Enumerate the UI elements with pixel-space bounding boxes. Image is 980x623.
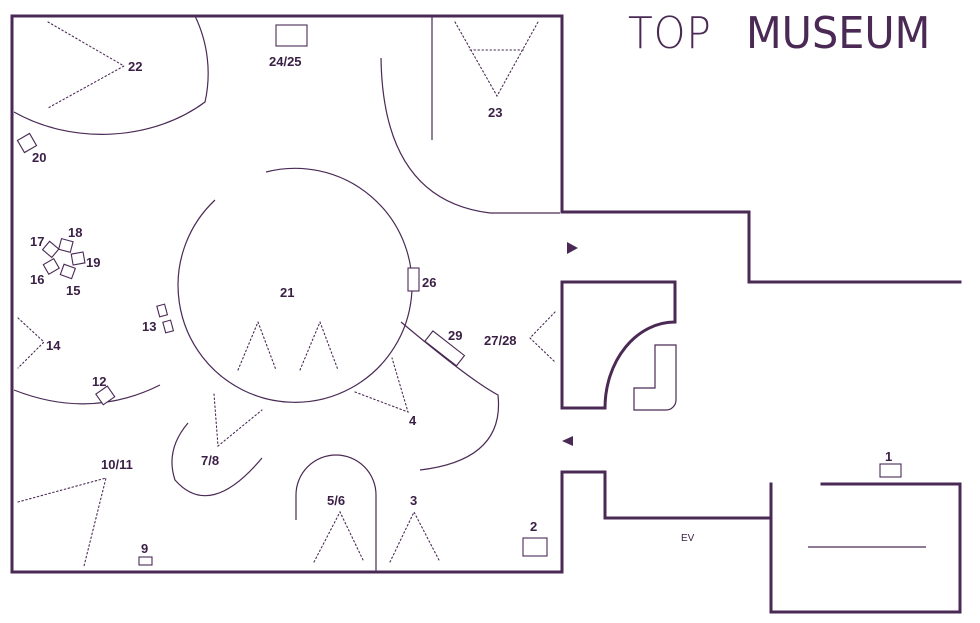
exhibit-box-20[interactable]: [16, 132, 38, 154]
cone-4: [354, 357, 409, 413]
cone-14: [17, 317, 45, 369]
central-rotunda: [177, 167, 413, 403]
arc-left-14: [13, 384, 161, 405]
label-29: 29: [448, 328, 462, 343]
label-7-8: 7/8: [201, 453, 219, 468]
cone-2728: [529, 311, 556, 363]
label-2: 2: [530, 519, 537, 534]
exhibit-box-2425[interactable]: [275, 24, 308, 47]
label-10-11: 10/11: [101, 457, 133, 472]
cone-21b: [299, 320, 339, 371]
label-17: 17: [30, 234, 44, 249]
arc-right-4: [400, 321, 500, 471]
label-13: 13: [142, 319, 156, 334]
exhibit-box-13b[interactable]: [162, 319, 175, 334]
ev-room-wall: [769, 482, 962, 614]
exhibit-box-2[interactable]: [522, 537, 548, 557]
logo-top-text: TOP: [628, 8, 712, 59]
label-27-28: 27/28: [484, 333, 517, 348]
label-16: 16: [30, 272, 44, 287]
inner-l-shape: [633, 344, 677, 411]
label-24-25: 24/25: [269, 54, 302, 69]
outer-wall-upper-corridor: [560, 210, 962, 284]
exhibit-box-12[interactable]: [95, 385, 116, 406]
label-26: 26: [422, 275, 436, 290]
cone-3: [389, 510, 441, 563]
label-ev: EV: [681, 533, 695, 544]
label-15: 15: [66, 283, 80, 298]
label-12: 12: [92, 374, 106, 389]
cone-78: [213, 393, 263, 448]
label-14: 14: [46, 338, 61, 353]
arrow-left: [562, 436, 573, 446]
exhibit-box-26[interactable]: [407, 267, 420, 292]
exhibit-box-29[interactable]: [424, 330, 466, 367]
cone-22: [47, 21, 126, 109]
label-5-6: 5/6: [327, 493, 345, 508]
label-21: 21: [280, 285, 294, 300]
cone-23: [454, 21, 539, 98]
label-20: 20: [32, 150, 46, 165]
arc-top-right: [380, 57, 560, 214]
arc-56: [295, 454, 377, 572]
outer-wall-main: [10, 14, 773, 574]
cone-1011: [17, 477, 107, 567]
inner-block-wall: [560, 280, 677, 410]
exhibit-box-9[interactable]: [138, 556, 153, 566]
cone-56: [313, 510, 365, 563]
museum-logo: TOP MUSEUM: [628, 10, 968, 60]
label-18: 18: [68, 225, 82, 240]
label-1: 1: [885, 449, 892, 464]
exhibit-box-1[interactable]: [879, 463, 902, 478]
label-9: 9: [141, 541, 148, 556]
label-3: 3: [410, 493, 417, 508]
arc-top-left: [13, 15, 209, 135]
arc-78: [171, 422, 263, 497]
exhibit-box-13a[interactable]: [156, 303, 169, 318]
label-23: 23: [488, 105, 502, 120]
label-19: 19: [86, 255, 100, 270]
exhibit-cluster-15-19[interactable]: [41, 237, 86, 280]
label-22: 22: [128, 59, 142, 74]
arrow-right: [567, 242, 578, 254]
cone-21a: [237, 320, 277, 371]
label-4: 4: [409, 413, 417, 428]
logo-museum-text: MUSEUM: [746, 8, 931, 59]
